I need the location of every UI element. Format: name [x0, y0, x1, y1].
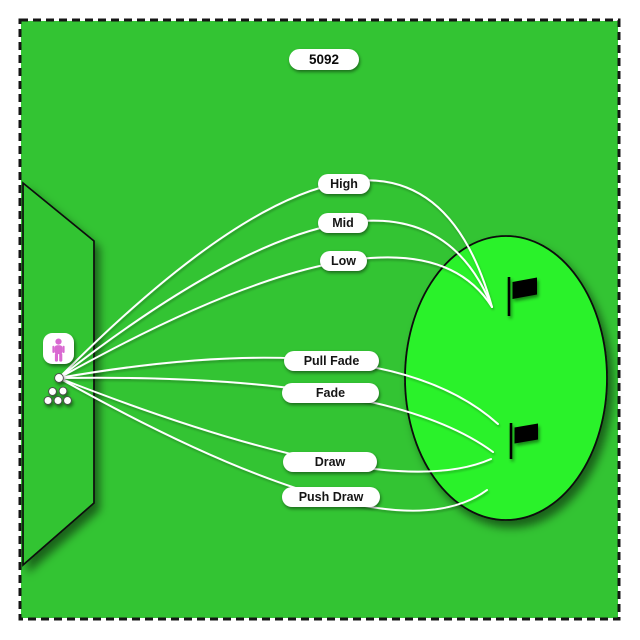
active-ball[interactable]	[54, 373, 64, 383]
flag-icon	[507, 277, 537, 316]
trajectory-label-low[interactable]: Low	[320, 251, 367, 271]
ball	[53, 396, 63, 405]
field-dashed-border	[18, 18, 621, 621]
golf-balls	[43, 373, 72, 405]
trajectory-label-pull-fade[interactable]: Pull Fade	[284, 351, 379, 371]
trajectory-label-push-draw[interactable]: Push Draw	[282, 487, 380, 507]
ball	[63, 396, 72, 405]
shot-count-badge: 5092	[289, 49, 359, 70]
trajectory-label-high[interactable]: High	[318, 174, 370, 194]
trajectory-label-mid[interactable]: Mid	[318, 213, 368, 233]
trajectory-label-fade[interactable]: Fade	[282, 383, 379, 403]
player-icon[interactable]	[43, 333, 74, 364]
ball	[48, 387, 57, 396]
trajectory-label-draw[interactable]: Draw	[283, 452, 377, 472]
putting-green	[404, 235, 608, 521]
ball	[43, 396, 53, 405]
ball	[58, 386, 68, 396]
flag-icon	[509, 423, 538, 459]
